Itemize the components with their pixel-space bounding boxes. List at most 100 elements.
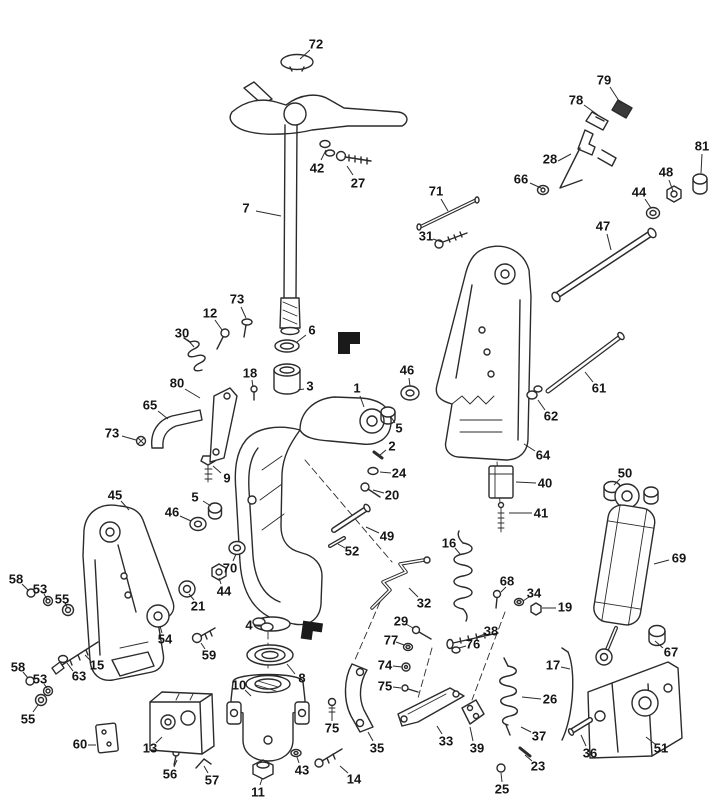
part-number-36: 36	[583, 746, 597, 761]
part-number-79: 79	[597, 73, 611, 88]
link-80	[209, 387, 238, 463]
bolt-68	[492, 589, 502, 609]
rod-71	[416, 196, 480, 231]
part-number-2: 2	[388, 439, 395, 454]
washer-24	[367, 466, 379, 476]
leader-line-38	[476, 633, 486, 638]
leader-line-11	[259, 778, 263, 786]
leader-line-69	[653, 559, 670, 565]
leader-line-32	[408, 587, 419, 598]
part-number-75: 75	[325, 721, 339, 736]
nut-48	[666, 185, 682, 203]
leader-line-48	[668, 179, 674, 192]
leader-line-56	[173, 759, 178, 768]
bolt-20	[360, 482, 381, 498]
washer-43	[290, 748, 302, 758]
part-number-39: 39	[470, 741, 484, 756]
leader-line-54	[159, 625, 163, 634]
leader-line-49	[365, 526, 380, 534]
part-number-45: 45	[108, 488, 122, 503]
plate-60	[95, 722, 119, 754]
part-number-42: 42	[310, 161, 324, 176]
pin-36	[567, 717, 593, 736]
ring-55-lower	[34, 693, 48, 707]
leader-line-75	[392, 686, 402, 689]
part-number-11: 11	[251, 785, 265, 800]
bolt-12	[216, 328, 230, 350]
washer-76	[451, 646, 461, 654]
leader-line-40	[515, 481, 537, 484]
transom-bracket-64	[435, 245, 532, 461]
part-number-47: 47	[596, 219, 610, 234]
leader-line-9	[212, 465, 222, 474]
ring-6	[274, 339, 300, 353]
part-number-63: 63	[72, 669, 86, 684]
part-number-29: 29	[394, 614, 408, 629]
leader-line-18	[251, 379, 254, 388]
part-number-20: 20	[385, 488, 399, 503]
ring-25	[496, 763, 506, 773]
ring-53-lower	[42, 685, 54, 697]
washer-70	[228, 540, 246, 556]
leader-line-36	[580, 734, 587, 747]
part-number-15: 15	[90, 658, 104, 673]
leader-line-6	[296, 334, 307, 343]
leader-line-2	[379, 449, 387, 456]
leader-line-39	[469, 726, 474, 742]
ring-53-upper	[42, 595, 54, 607]
part-number-8: 8	[298, 671, 305, 686]
part-number-55: 55	[55, 592, 69, 607]
pin-23	[518, 746, 532, 758]
leader-line-10	[244, 689, 252, 697]
leader-line-50	[613, 478, 621, 486]
part-number-40: 40	[538, 476, 552, 491]
leader-line-15	[84, 654, 92, 662]
leader-line-61	[584, 371, 594, 383]
part-number-70: 70	[223, 561, 237, 576]
screw-18	[250, 385, 258, 401]
leader-line-17	[560, 666, 571, 670]
part-number-14: 14	[347, 772, 362, 787]
leader-line-74	[392, 665, 403, 668]
part-number-44: 44	[217, 584, 232, 599]
leader-line-44	[218, 577, 222, 585]
block-40	[488, 465, 514, 499]
pin-75-upper	[401, 684, 419, 693]
bushing-3	[273, 363, 301, 395]
nut-44-left	[211, 563, 227, 581]
leader-line-5	[202, 500, 212, 507]
detail-symbol-top	[338, 332, 360, 354]
part-number-10: 10	[232, 678, 246, 693]
leader-line-58	[22, 671, 29, 679]
leader-line-81	[700, 153, 703, 174]
leader-line-71	[440, 198, 449, 212]
leader-line-68	[500, 586, 507, 593]
leader-lines	[21, 49, 703, 786]
screw-73-left	[135, 435, 147, 447]
part-number-48: 48	[659, 165, 673, 180]
leader-line-5	[390, 416, 396, 424]
leader-line-43	[296, 756, 300, 764]
leader-line-64	[523, 443, 536, 452]
part-number-28: 28	[543, 152, 557, 167]
part-number-21: 21	[191, 599, 205, 614]
leader-line-35	[367, 731, 374, 742]
part-number-31: 31	[419, 229, 433, 244]
leader-line-55	[64, 602, 68, 608]
leader-line-67	[654, 640, 664, 649]
part-number-7: 7	[242, 201, 249, 216]
part-number-78: 78	[569, 93, 583, 108]
strap-65	[151, 409, 203, 449]
part-number-32: 32	[417, 596, 431, 611]
leader-line-46	[408, 377, 411, 387]
bolt-29	[411, 625, 432, 640]
leader-line-33	[436, 725, 443, 735]
part-number-80: 80	[170, 376, 184, 391]
part-number-75: 75	[378, 679, 392, 694]
cap-72	[280, 53, 314, 72]
part-number-19: 19	[558, 600, 572, 615]
leader-line-47	[606, 233, 612, 251]
part-number-68: 68	[500, 574, 514, 589]
ring-58-lower	[25, 676, 35, 686]
